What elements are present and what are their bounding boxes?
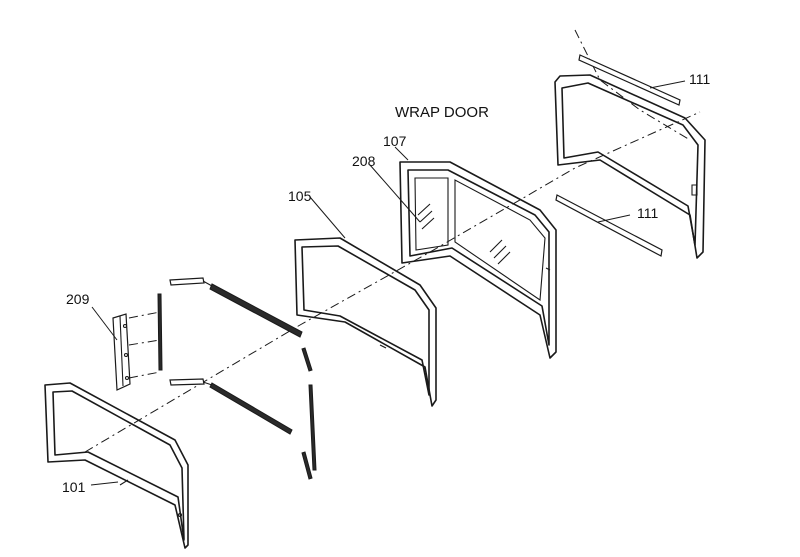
part-101-frame — [44, 382, 189, 549]
callout-105: 105 — [288, 188, 312, 204]
diagram-title: WRAP DOOR — [395, 104, 489, 121]
seal-strips — [169, 277, 317, 480]
leader-lines — [90, 80, 686, 486]
callout-107: 107 — [383, 133, 407, 149]
callout-209: 209 — [66, 291, 90, 307]
part-209-bracket — [112, 293, 163, 391]
callout-111-top: 111 — [689, 71, 710, 87]
assembly-centerline — [84, 29, 701, 453]
part-111-assembly — [554, 54, 706, 259]
callout-101: 101 — [62, 479, 86, 495]
callout-208: 208 — [352, 153, 376, 169]
part-105-frame — [294, 237, 437, 407]
callout-111-bottom: 111 — [637, 205, 658, 221]
part-107-door-with-glass — [399, 161, 557, 359]
